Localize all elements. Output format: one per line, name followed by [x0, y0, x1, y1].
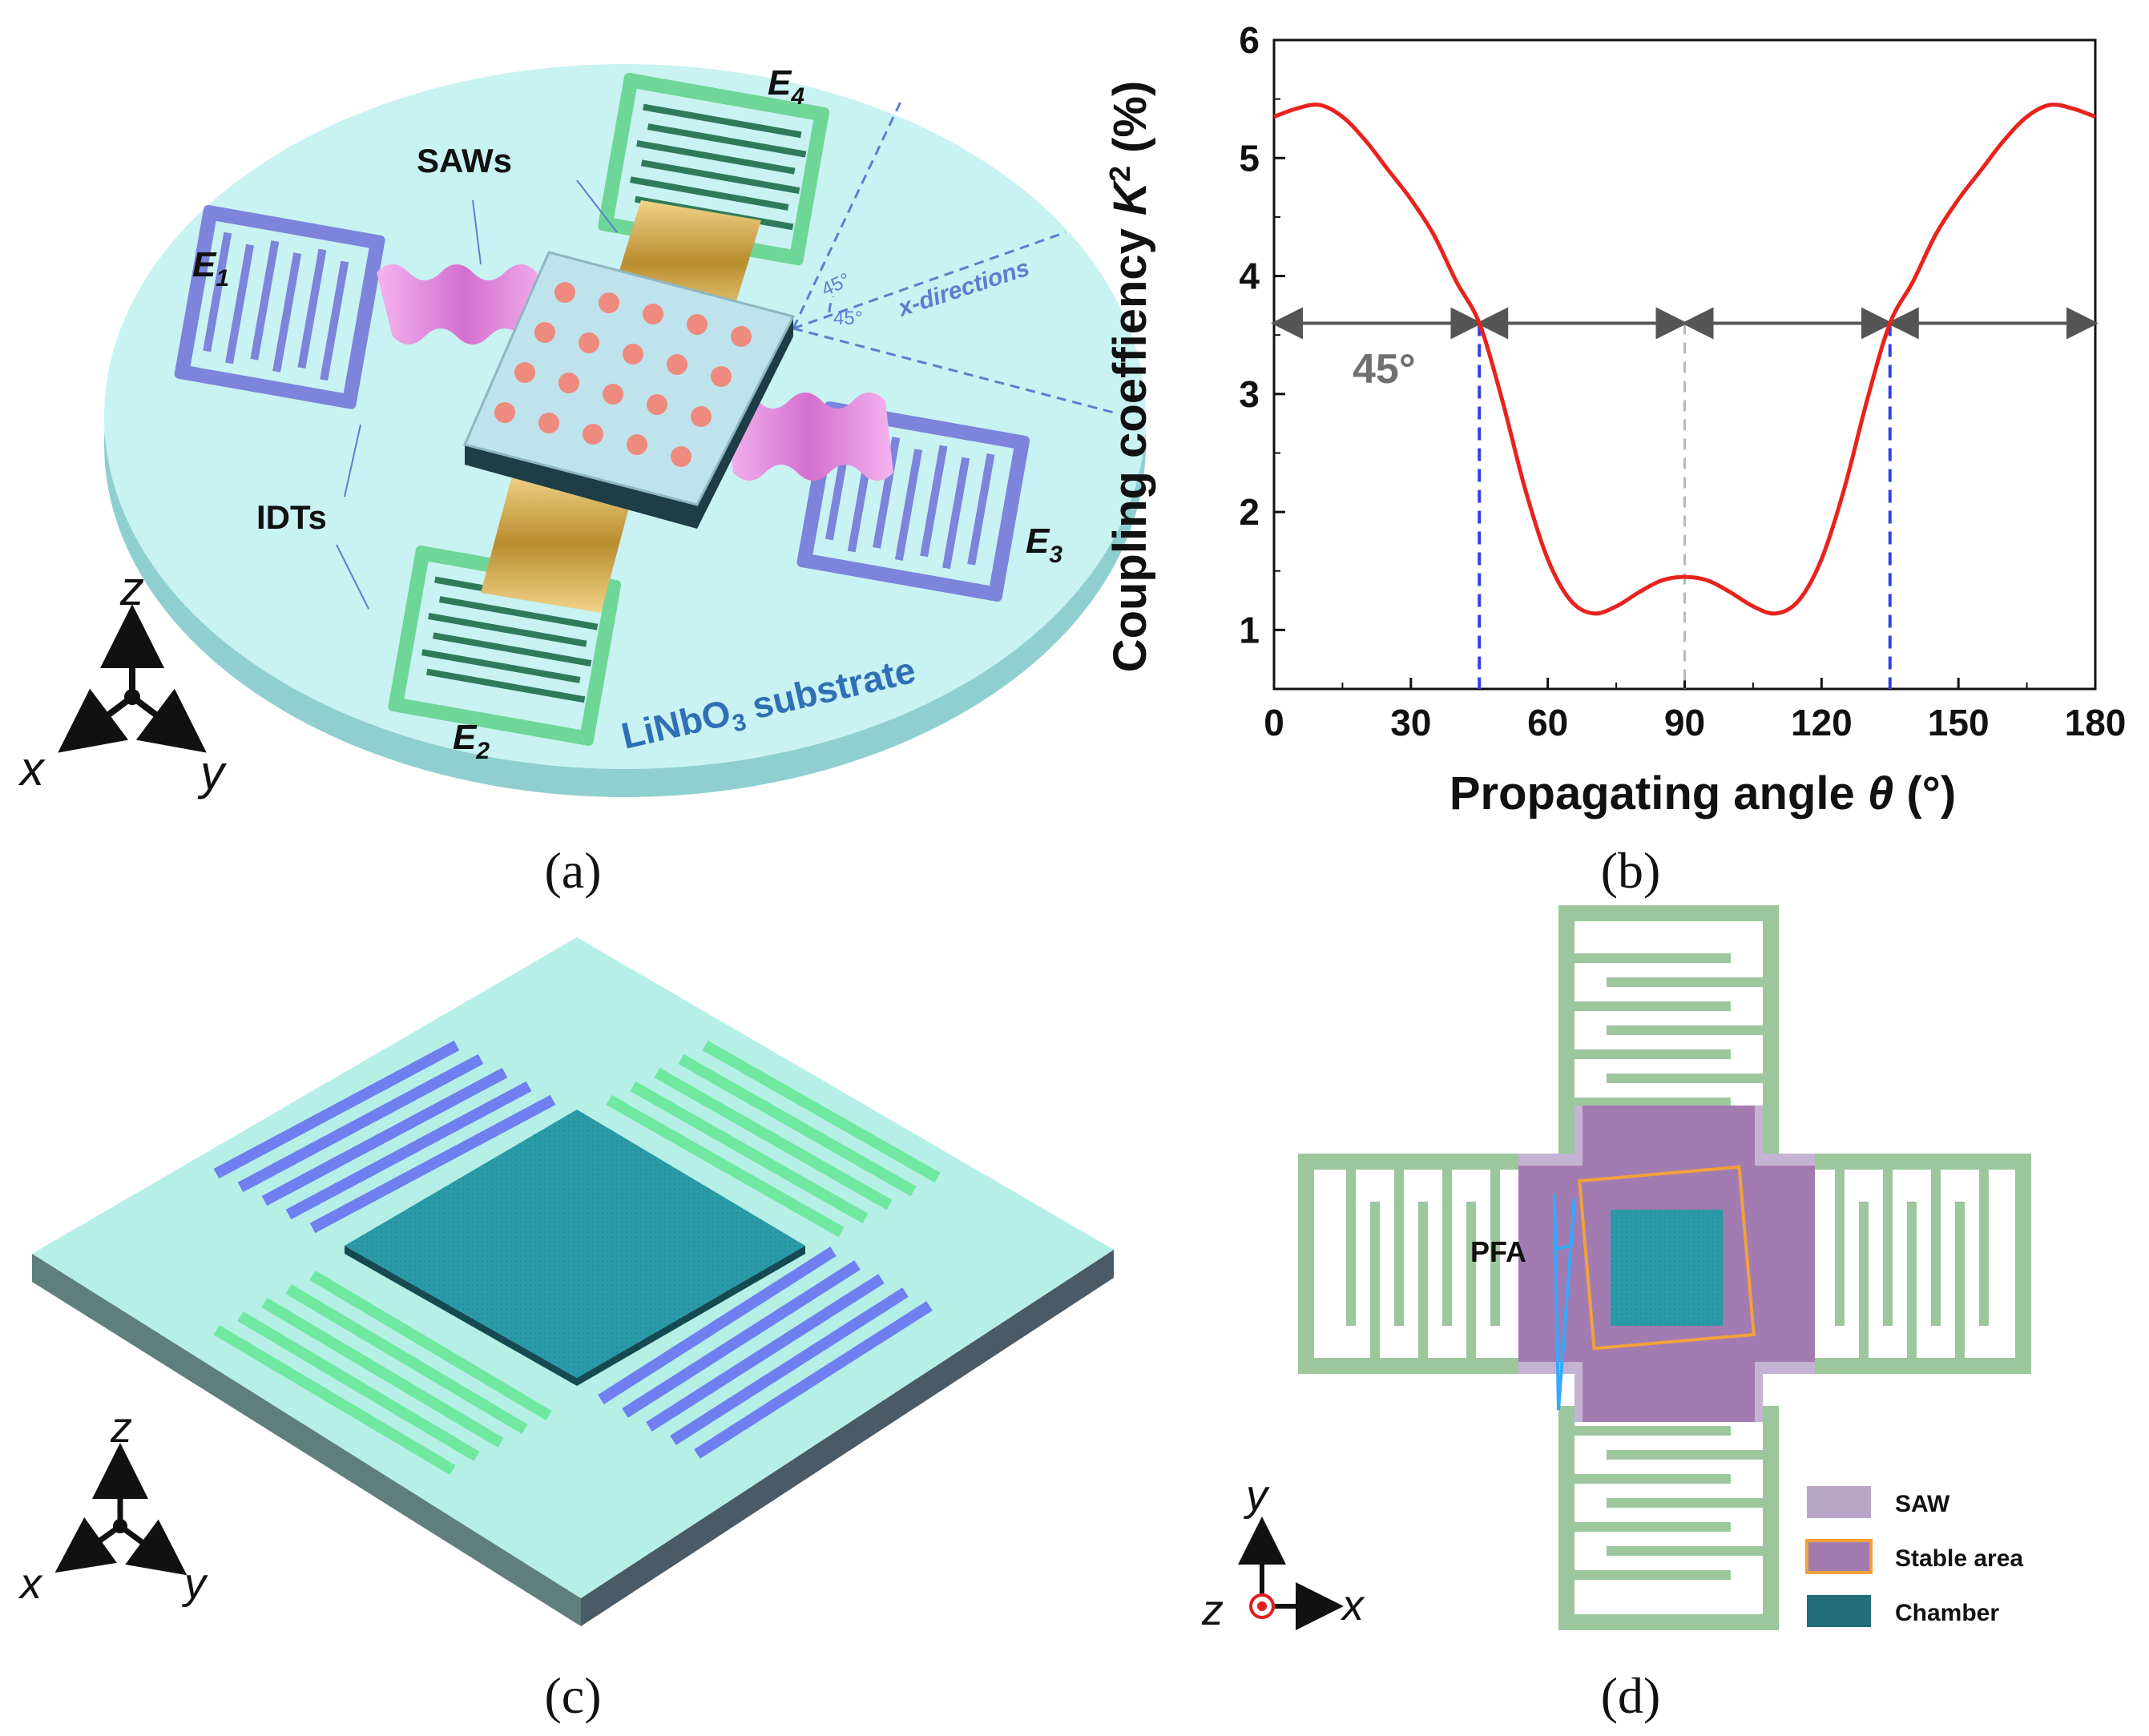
stripes-upper-right [606, 1040, 941, 1238]
chamber-top [345, 1110, 805, 1378]
axis-z-a: z [119, 562, 144, 615]
e1-label: E1 [192, 245, 229, 292]
e4-label: E4 [768, 63, 804, 110]
legend-label: SAW [1895, 1491, 1950, 1517]
x-tick-label: 60 [1527, 702, 1568, 743]
axes-origin-c [113, 1519, 127, 1533]
panel-b: 0 30 60 90 120 150 180 1 2 3 4 5 6 45° Propagating a… [1103, 19, 2126, 820]
idt-bottom-d [1558, 1406, 1779, 1630]
axes-triad-c [54, 1443, 187, 1576]
legend-label: Stable area [1895, 1545, 2023, 1572]
axis-y-a: y [197, 746, 228, 800]
e3-label: E3 [1026, 522, 1062, 568]
e2-label: E2 [453, 718, 490, 764]
y-tick-label: 3 [1239, 373, 1260, 415]
y-tick-label: 4 [1239, 256, 1260, 297]
idt-left-d [1298, 1154, 1526, 1374]
legend-swatch [1807, 1486, 1871, 1518]
annotation-45: 45° [1353, 346, 1416, 393]
saw-wave-bottom [481, 473, 633, 613]
axes-triad-a [58, 604, 207, 753]
axis-y-d: y [1243, 1472, 1270, 1520]
caption-c: (c) [544, 1667, 602, 1724]
saw-wave-left [377, 264, 553, 344]
axis-z-out-dot [1257, 1601, 1267, 1611]
axes-origin-a [124, 689, 140, 705]
panel-c: z x y [18, 937, 1114, 1626]
chip-side [465, 316, 793, 529]
pfa-lines [1553, 1193, 1576, 1411]
axis-x-c: x [18, 1560, 43, 1608]
saw-wave-right [725, 393, 893, 481]
axes-triad-d [1238, 1516, 1344, 1630]
axis-y-c: y [181, 1560, 208, 1608]
coupling-curve [1273, 103, 2096, 616]
stable-area-d [1578, 1165, 1756, 1351]
caption-d: (d) [1600, 1667, 1661, 1724]
x-tick-label: 150 [1928, 702, 1990, 743]
chip-dots [494, 282, 752, 467]
x-tick-label: 90 [1664, 702, 1705, 743]
y-tick-label: 6 [1239, 19, 1260, 61]
caption-b: (b) [1600, 842, 1661, 899]
y-tick-label: 2 [1239, 491, 1260, 533]
chip-top [462, 251, 796, 506]
caption-a: (a) [544, 842, 602, 899]
stripes-upper-left [213, 1040, 556, 1234]
chart-xlabel: Propagating angle θ (°) [1449, 767, 1956, 820]
x-tick-label: 180 [2065, 702, 2127, 743]
x-direction-guides [792, 99, 1115, 414]
idt-e1 [174, 204, 385, 409]
axis-x-d: x [1340, 1581, 1365, 1629]
coupling-chart: 0 30 60 90 120 150 180 1 2 3 4 5 6 [1239, 19, 2126, 743]
legend-swatch [1807, 1595, 1871, 1627]
plate-side-right [581, 1250, 1114, 1626]
idts-label: IDTs [256, 498, 327, 536]
plate-side-left [32, 1254, 581, 1626]
y-tick-label: 5 [1239, 137, 1260, 179]
pfa-label: PFA [1470, 1235, 1526, 1268]
idt-right-d [1815, 1154, 2031, 1374]
legend-swatch [1805, 1539, 1873, 1574]
y-tick-label: 1 [1239, 609, 1260, 650]
stripes-lower-left [213, 1270, 552, 1476]
stripes-lower-right [598, 1247, 933, 1459]
axis-z-c: z [110, 1404, 132, 1452]
x-tick-label: 30 [1390, 702, 1431, 743]
saws-label: SAWs [417, 142, 512, 179]
legend-label: Chamber [1895, 1600, 1999, 1626]
axis-x-a: x [18, 742, 46, 795]
x-tick-label: 120 [1791, 702, 1853, 743]
chart-ylabel: Coupling coeffiency K2 (%) [1103, 81, 1156, 673]
x-tick-label: 0 [1264, 702, 1284, 743]
axis-z-d: z [1201, 1586, 1224, 1634]
angle-label-bottom: 45° [833, 308, 862, 329]
label-pointers [336, 179, 618, 610]
chamber-d [1611, 1210, 1723, 1326]
panel-a: SAWs IDTs E1 E2 E3 E4 45° 45° x-directio… [18, 63, 1146, 800]
